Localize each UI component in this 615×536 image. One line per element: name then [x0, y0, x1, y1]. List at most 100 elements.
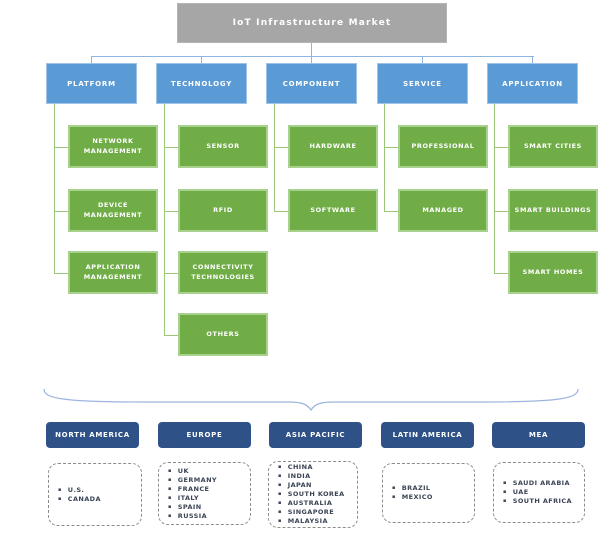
country-label: GERMANY: [177, 475, 218, 484]
country-label: RUSSIA: [177, 511, 207, 520]
country-item-south-africa: ▪ SOUTH AFRICA: [503, 497, 582, 506]
country-item-australia: ▪ AUSTRALIA: [278, 499, 355, 508]
bullet-icon: ▪: [168, 467, 172, 474]
bullet-icon: ▪: [278, 473, 282, 479]
country-item-china: ▪ CHINA: [278, 463, 355, 472]
connector-line: [164, 211, 178, 212]
subsegment-smart-homes: SMART HOMES: [508, 251, 598, 294]
connector-line: [311, 56, 312, 63]
country-item-japan: ▪ JAPAN: [278, 481, 355, 490]
connector-line: [384, 211, 398, 212]
region-north-america: NORTH AMERICA: [46, 422, 139, 448]
subsegment-hardware: HARDWARE: [288, 125, 378, 168]
bullet-icon: ▪: [278, 464, 282, 470]
country-label: BRAZIL: [401, 484, 431, 492]
country-label: FRANCE: [177, 484, 210, 493]
connector-line: [494, 104, 495, 273]
subsegment-connectivity-technologies: CONNECTIVITY TECHNOLOGIES: [178, 251, 268, 294]
bullet-icon: ▪: [503, 489, 507, 495]
connector-line: [54, 273, 68, 274]
bullet-icon: ▪: [392, 485, 396, 491]
country-item-uae: ▪ UAE: [503, 488, 582, 497]
region-europe: EUROPE: [158, 422, 251, 448]
country-label: MEXICO: [401, 493, 433, 501]
country-label: SOUTH AFRICA: [512, 497, 572, 505]
bullet-icon: ▪: [58, 495, 62, 502]
subsegment-others: OTHERS: [178, 313, 268, 356]
connector-line: [91, 56, 534, 57]
subsegment-network-management: NETWORK MANAGEMENT: [68, 125, 158, 168]
connector-line: [384, 104, 385, 211]
region-countries-latin-america: ▪ BRAZIL ▪ MEXICO: [382, 463, 475, 523]
connector-line: [384, 147, 398, 148]
bullet-icon: ▪: [278, 518, 282, 524]
connector-line: [422, 56, 423, 63]
country-item-russia: ▪RUSSIA: [168, 512, 248, 521]
bullet-icon: ▪: [168, 503, 172, 510]
subsegment-professional: PROFESSIONAL: [398, 125, 488, 168]
bullet-icon: ▪: [278, 482, 282, 488]
region-latin-america: LATIN AMERICA: [381, 422, 474, 448]
region-countries-north-america: ▪U.S.▪CANADA: [48, 463, 142, 526]
connector-line: [494, 147, 508, 148]
segment-application: APPLICATION: [487, 63, 578, 104]
diagram-title: IoT Infrastructure Market: [177, 3, 447, 43]
bullet-icon: ▪: [392, 494, 396, 500]
country-item-malaysia: ▪ MALAYSIA: [278, 517, 355, 526]
connector-line: [91, 56, 92, 63]
country-label: AUSTRALIA: [287, 499, 333, 507]
connector-line: [164, 273, 178, 274]
country-item-south-korea: ▪SOUTH KOREA: [278, 490, 355, 499]
country-item-canada: ▪ CANADA: [58, 495, 139, 504]
connector-line: [274, 211, 288, 212]
country-item-india: ▪INDIA: [278, 472, 355, 481]
country-item-spain: ▪ SPAIN: [168, 503, 248, 512]
connector-line: [494, 211, 508, 212]
connector-line: [164, 335, 178, 336]
country-label: UAE: [512, 488, 529, 496]
connector-line: [201, 56, 202, 63]
country-label: ITALY: [177, 493, 200, 502]
country-label: MALAYSIA: [287, 517, 328, 525]
connector-line: [54, 147, 68, 148]
country-label: UK: [177, 466, 189, 475]
region-asia-pacific: ASIA PACIFIC: [269, 422, 362, 448]
bullet-icon: ▪: [503, 498, 507, 504]
bullet-icon: ▪: [278, 500, 282, 506]
subsegment-software: SOFTWARE: [288, 189, 378, 232]
connector-line: [54, 104, 55, 273]
country-label: SPAIN: [177, 502, 202, 511]
country-label: JAPAN: [287, 481, 312, 489]
country-item-singapore: ▪ SINGAPORE: [278, 508, 355, 517]
country-item-germany: ▪GERMANY: [168, 476, 248, 485]
country-label: CHINA: [287, 463, 313, 471]
subsegment-smart-cities: SMART CITIES: [508, 125, 598, 168]
connector-line: [164, 104, 165, 335]
connector-line: [311, 43, 312, 56]
segment-service: SERVICE: [377, 63, 468, 104]
bullet-icon: ▪: [503, 480, 507, 486]
segment-component: COMPONENT: [266, 63, 357, 104]
bullet-icon: ▪: [168, 494, 172, 501]
country-item-saudi-arabia: ▪ SAUDI ARABIA: [503, 479, 582, 488]
bullet-icon: ▪: [278, 491, 282, 497]
country-label: CANADA: [67, 494, 101, 503]
bullet-icon: ▪: [58, 486, 62, 493]
connector-line: [164, 147, 178, 148]
country-label: SAUDI ARABIA: [512, 479, 570, 487]
country-label: SINGAPORE: [287, 508, 335, 516]
subsegment-smart-buildings: SMART BUILDINGS: [508, 189, 598, 232]
subsegment-sensor: SENSOR: [178, 125, 268, 168]
connector-line: [532, 56, 533, 63]
connector-line: [494, 273, 508, 274]
country-item-uk: ▪ UK: [168, 467, 248, 476]
connector-line: [274, 147, 288, 148]
subsegment-rfid: RFID: [178, 189, 268, 232]
subsegment-application-management: APPLICATION MANAGEMENT: [68, 251, 158, 294]
region-countries-mea: ▪ SAUDI ARABIA ▪ UAE ▪ SOUTH AFRICA: [493, 462, 585, 523]
country-item-france: ▪ FRANCE: [168, 485, 248, 494]
bullet-icon: ▪: [168, 485, 172, 492]
segment-technology: TECHNOLOGY: [156, 63, 247, 104]
bullet-icon: ▪: [278, 509, 282, 515]
